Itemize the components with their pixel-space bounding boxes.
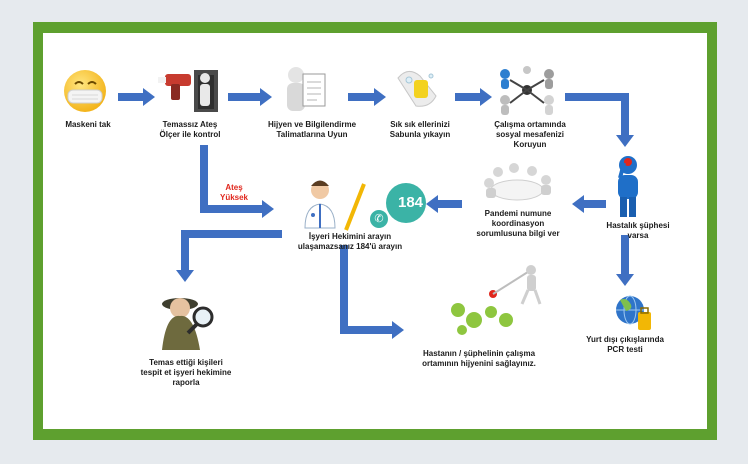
hotline-number: 184	[398, 194, 424, 211]
step-label-mask: Maskeni tak	[65, 120, 111, 129]
doctor-icon	[304, 180, 336, 229]
sick-person-icon	[618, 156, 638, 217]
detective-icon	[162, 298, 214, 350]
arrow-doctor-to-contacts	[176, 230, 282, 282]
social-distance-icon	[500, 66, 554, 115]
arrow-distance-to-suspect	[565, 93, 634, 147]
arrow-temp-to-doctor	[200, 145, 274, 218]
step-label-suspect: Hastalık şüphesi varsa	[606, 221, 670, 240]
globe-luggage-icon	[616, 295, 651, 330]
thermometer-gun-icon	[158, 70, 218, 112]
step-label-temp: Temassız Ateş Ölçer ile kontrol	[159, 120, 221, 139]
step-label-doctor: İşyeri Hekimini arayın ulaşamazsanız 184…	[297, 232, 403, 251]
step-label-disinfect: Hastanın / şüphelinin çalışma ortamının …	[422, 349, 536, 368]
arrow-hygiene-to-wash	[348, 88, 386, 106]
arrow-temp-to-hygiene	[228, 88, 272, 106]
mask-face-icon	[64, 70, 106, 112]
arrow-wash-to-distance	[455, 88, 492, 106]
hotline-badge: 184	[386, 183, 426, 223]
virus-spray-icon	[451, 265, 542, 335]
step-label-contacts: Temas ettiği kişileri tespit et işyeri h…	[140, 358, 232, 387]
phone-icon: ✆	[368, 208, 390, 230]
step-label-distance: Çalışma ortamında sosyal mesafenizi Koru…	[494, 120, 566, 149]
arrow-mask-to-temp	[118, 88, 155, 106]
arrow-doctor-to-disinfect	[340, 245, 404, 339]
step-label-hygiene: Hijyen ve Bilgilendirme Talimatlarına Uy…	[267, 120, 357, 139]
flow-arrows	[118, 88, 634, 339]
soap-hands-icon	[397, 71, 437, 107]
branch-label-high-fever: Ateş Yüksek	[219, 183, 249, 202]
arrow-suspect-to-travel	[616, 235, 634, 286]
arrow-suspect-to-coordinator	[572, 195, 606, 213]
meeting-table-icon	[484, 163, 551, 201]
arrow-coordinator-to-doctor	[426, 195, 462, 213]
step-label-wash: Sık sık ellerinizi Sabunla yıkayın	[389, 120, 451, 139]
step-label-travel: Yurt dışı çıkışlarında PCR testi	[586, 335, 664, 354]
separator-slash	[344, 183, 366, 231]
step-label-coordinator: Pandemi numune koordinasyon sorumlusuna …	[476, 209, 560, 238]
clipboard-person-icon	[287, 67, 326, 111]
